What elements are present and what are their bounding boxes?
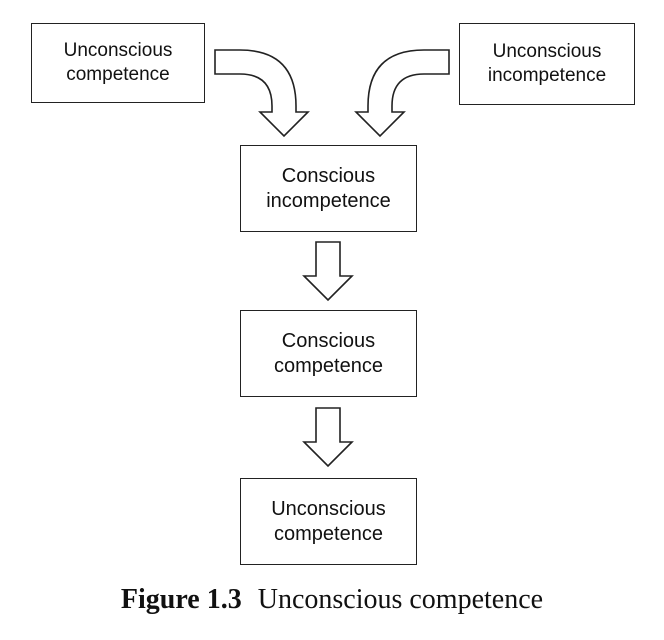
box-conscious-incompetence: Conscious incompetence	[240, 145, 417, 232]
box-unconscious-incompetence: Unconscious incompetence	[459, 23, 635, 105]
diagram-arrows	[214, 49, 450, 468]
figure-title: Unconscious competence	[257, 584, 544, 615]
figure-caption: Figure 1.3 Unconscious competence	[0, 584, 664, 616]
box-conscious-competence: Conscious competence	[240, 310, 417, 397]
box-unconscious-competence-top: Unconscious competence	[31, 23, 205, 103]
box-label: Unconscious incompetence	[487, 41, 607, 86]
competence-diagram: Unconscious competence Unconscious incom…	[31, 23, 635, 565]
figure-number: Figure 1.3	[120, 584, 242, 615]
box-unconscious-competence-bottom: Unconscious competence	[240, 478, 417, 565]
box-label: Conscious incompetence	[266, 164, 391, 212]
box-label: Unconscious competence	[271, 497, 386, 545]
curved-arrow-right	[354, 49, 450, 138]
curved-arrow-left	[214, 49, 310, 138]
box-label: Unconscious competence	[63, 40, 173, 85]
box-label: Conscious competence	[274, 329, 383, 377]
down-arrow-2	[302, 407, 354, 468]
down-arrow-1	[302, 241, 354, 302]
